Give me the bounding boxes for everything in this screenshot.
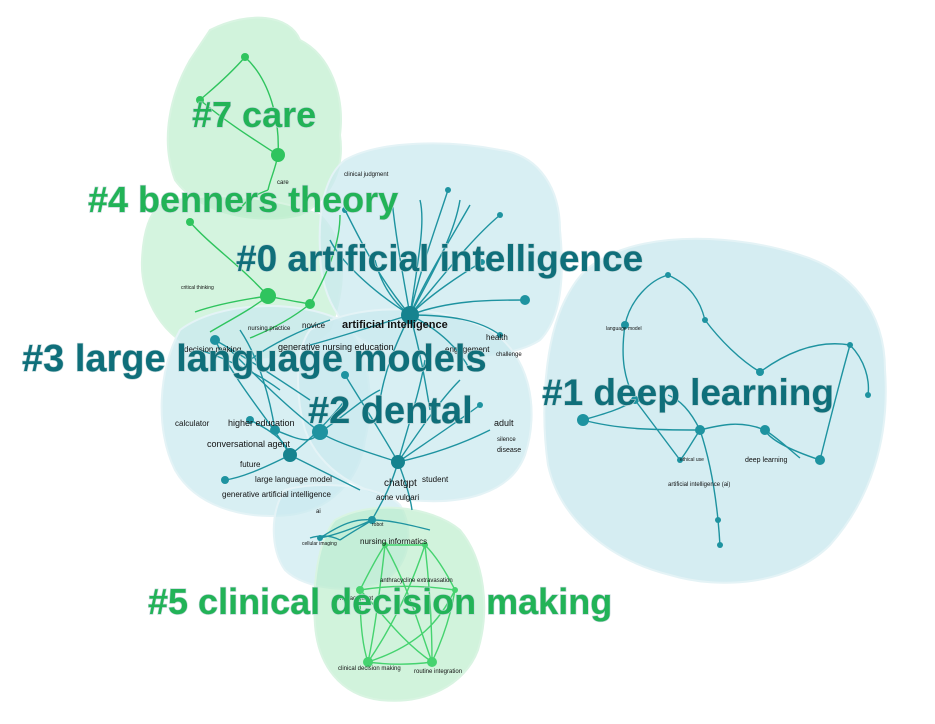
keyword-label: management xyxy=(338,596,373,602)
keyword-label: clinical decision making xyxy=(338,666,401,672)
cluster-region-deep-learning xyxy=(543,237,887,584)
keyword-label: chatgpt xyxy=(384,478,417,489)
keyword-label: artificial intelligence (ai) xyxy=(668,482,730,488)
keyword-label: future xyxy=(240,460,261,469)
keyword-label: higher education xyxy=(228,418,295,428)
keyword-label: silence xyxy=(497,437,516,443)
keyword-label: care xyxy=(277,180,289,186)
keyword-label: deep learning xyxy=(745,457,788,464)
cluster-region-artificial-intelligence xyxy=(318,142,563,358)
keyword-label: generative nursing education xyxy=(278,342,394,352)
keyword-label: clinical judgment xyxy=(344,172,389,178)
cluster-label-dental: #2 dental xyxy=(308,390,473,432)
keyword-label: robot xyxy=(372,522,384,528)
cluster-label-care: #7 care xyxy=(192,94,316,135)
keyword-label: adult xyxy=(494,418,514,428)
cluster-label-deep-learning: #1 deep learning xyxy=(542,372,834,413)
keyword-label: language model xyxy=(606,326,642,332)
keyword-label: critical thinking xyxy=(181,285,214,291)
keyword-label: acne vulgari xyxy=(376,493,419,502)
keyword-label: nursing practice xyxy=(248,326,291,332)
keyword-label: student xyxy=(422,475,449,484)
keyword-label: artificial intelligence xyxy=(342,319,448,331)
keyword-label: conversational agent xyxy=(207,439,291,449)
keyword-label: challenge xyxy=(496,352,522,358)
cluster-label-large-language-models: #3 large language models xyxy=(22,338,487,380)
cluster-label-benners-theory: #4 benners theory xyxy=(88,179,398,220)
keyword-label: generative artificial intelligence xyxy=(222,490,332,499)
cluster-region-clinical-decision-making xyxy=(313,506,486,702)
keyword-label: calculator xyxy=(175,419,210,428)
keyword-label: disease xyxy=(497,447,521,454)
cluster-label-clinical-decision-making: #5 clinical decision making xyxy=(148,581,612,622)
keyword-label: anthracycline extravasation xyxy=(380,578,453,584)
cluster-labels: #7 care #4 benners theory #0 artificial … xyxy=(21,93,834,622)
keyword-label: novice xyxy=(302,321,326,330)
keyword-label: engagement xyxy=(445,345,490,354)
keyword-label: health xyxy=(486,333,508,342)
keyword-label: routine integration xyxy=(414,669,462,675)
keyword-label: large language model xyxy=(255,475,332,484)
keyword-label: nursing informatics xyxy=(360,537,427,546)
keyword-label: ethical use xyxy=(680,457,704,463)
keyword-label: decision making xyxy=(184,345,241,354)
keyword-labels: artificial intelligence generative nursi… xyxy=(175,172,788,675)
keyword-label: cellular imaging xyxy=(302,541,337,547)
keyword-label: ai xyxy=(316,509,321,515)
network-nodes xyxy=(186,53,871,667)
cluster-label-artificial-intelligence: #0 artificial intelligence xyxy=(236,238,643,279)
